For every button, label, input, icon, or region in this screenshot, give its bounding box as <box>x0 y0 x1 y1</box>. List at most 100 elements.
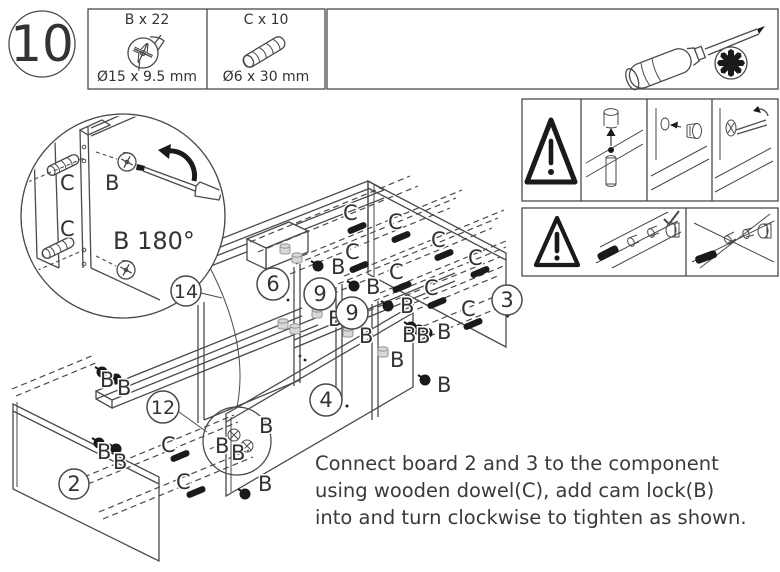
screwdriver-illustration <box>136 164 223 201</box>
cam-lock-part <box>237 488 251 500</box>
dowel-part <box>392 281 412 293</box>
dowel-label: C <box>60 217 75 241</box>
bottom-rail-board-12 <box>95 307 319 410</box>
cam-lock-part-gray <box>289 323 301 335</box>
board-callout: 6 <box>256 267 290 301</box>
board-callout-number: 12 <box>151 397 175 419</box>
cam-lock-label: B <box>437 320 451 344</box>
dowel-insert-icon <box>585 108 644 187</box>
board-callout-number: 4 <box>319 388 332 412</box>
dowel-part <box>470 266 490 278</box>
part-b-size: Ø15 x 9.5 mm <box>97 69 197 85</box>
cam-lock-label: B <box>331 255 345 279</box>
board-callout-number: 3 <box>500 288 513 312</box>
cam-lock-label: B <box>400 294 414 318</box>
step-number-badge: 10 <box>8 10 76 78</box>
dowel-illustration <box>41 237 75 259</box>
wooden-dowel-icon <box>242 36 286 68</box>
callout-12-leader <box>178 411 208 433</box>
dowel-label: C <box>389 260 404 284</box>
cam-lock-part <box>346 280 360 292</box>
board-callout-number: 6 <box>266 272 279 296</box>
cam-lock-part-gray <box>279 243 291 255</box>
board-callout: 4 <box>309 383 343 417</box>
cam-lock-part <box>91 437 105 449</box>
rotation-note: B 180° <box>113 227 195 255</box>
dowel-label: C <box>431 228 446 252</box>
cam-lock-label: B <box>416 324 430 348</box>
dowel-part <box>427 297 447 309</box>
board-callout-number: 9 <box>313 282 326 306</box>
board-callout-number: 2 <box>67 472 80 496</box>
cam-lock-label: B <box>359 324 373 348</box>
dowel-label: C <box>461 297 476 321</box>
board-callouts: 14 6 99 3 12 4 2 <box>58 267 523 500</box>
wrong-alignment-icon <box>691 213 775 269</box>
cam-lock-label: B <box>259 414 273 438</box>
dowel-label: C <box>176 470 191 494</box>
dowel-axis-lines-left <box>11 354 254 520</box>
cam-lock-part <box>380 300 394 312</box>
dowel-part <box>463 318 483 330</box>
cam-lock-part <box>417 374 431 386</box>
side-panel-3 <box>367 179 507 349</box>
board-callout: 12 <box>146 390 180 424</box>
cam-lock-part-gray <box>277 318 289 330</box>
cam-lock-illustration <box>116 260 136 280</box>
cam-lock-label: B <box>231 441 245 465</box>
cam-lock-part <box>310 260 324 272</box>
cam-lock-part-gray <box>377 346 389 358</box>
step-number: 10 <box>10 15 74 73</box>
board-callout: 14 <box>170 275 202 307</box>
parts-box: B x 22 C x 10 Ø15 x 9.5 mm Ø6 x 30 mm <box>87 8 326 90</box>
cam-lock-label: B <box>100 368 114 392</box>
board-callout-number: 14 <box>174 281 198 303</box>
callout-14-leader <box>200 292 223 299</box>
dowel-part <box>349 261 369 273</box>
cam-lock-label: B <box>105 171 119 195</box>
exploded-assembly: C C B B 180° BBBBBBBBBBBBBBBBBBCCCCCCCCC… <box>11 113 523 563</box>
board-callout: 9 <box>303 277 337 311</box>
dowel-part <box>434 249 454 261</box>
instruction-line-1: Connect board 2 and 3 to the component <box>315 452 719 475</box>
cam-lock-part <box>419 327 433 339</box>
dowel-label: C <box>388 210 403 234</box>
instruction-line-3: into and turn clockwise to tighten as sh… <box>315 506 747 529</box>
cam-turn-icon <box>714 106 774 193</box>
rotation-arrow-head <box>158 144 171 159</box>
threaded-dowel-icon <box>597 245 619 261</box>
dowel-part <box>347 222 367 234</box>
bubble-leader-line <box>206 261 241 408</box>
dowel-label: C <box>468 246 483 270</box>
part-c-size: Ø6 x 30 mm <box>223 69 310 85</box>
dowel-label: C <box>424 276 439 300</box>
cam-lock-illustration <box>117 152 137 172</box>
dowel-part <box>170 450 190 462</box>
board-callout: 3 <box>491 284 523 316</box>
cam-lock-part <box>108 373 122 385</box>
cam-lock-label: B <box>402 323 416 347</box>
tool-box <box>326 8 779 91</box>
cam-lock-label: B <box>113 450 127 474</box>
cam-lock-label: B <box>258 472 272 496</box>
cam-lock-label: B <box>390 348 404 372</box>
phillips-screwdriver-icon <box>625 26 765 91</box>
cam-lock-part <box>94 366 108 378</box>
cam-lock-label: B <box>117 376 131 400</box>
cam-lock-label: B <box>366 275 380 299</box>
carcass-interior <box>197 272 456 423</box>
board-callout: 2 <box>58 468 90 500</box>
dowel-label: C <box>60 171 75 195</box>
dowel-label: C <box>343 201 358 225</box>
cam-lock-label: B <box>97 440 111 464</box>
cam-lock-label: B <box>437 373 451 397</box>
rotation-arrow <box>165 148 198 182</box>
board-callout-number: 9 <box>345 301 358 325</box>
dowel-label: C <box>161 433 176 457</box>
dowel-part <box>186 486 206 498</box>
instruction-line-2: using wooden dowel(C), add cam lock(B) <box>315 479 714 502</box>
correct-alignment-icon <box>595 210 682 269</box>
warning-panel-alignment <box>521 207 779 277</box>
